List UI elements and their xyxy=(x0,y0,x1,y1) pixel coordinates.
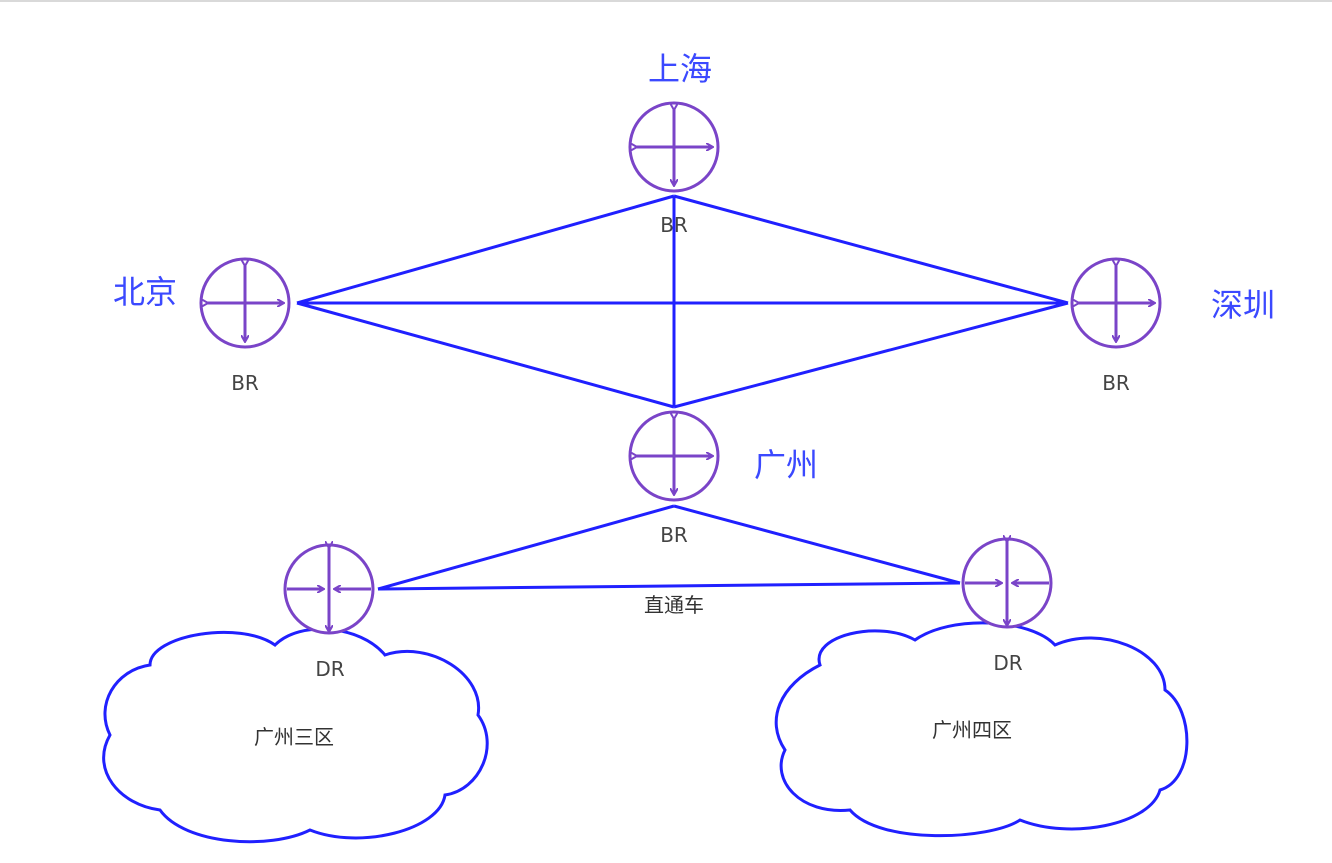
link-shanghai-shenzhen xyxy=(673,194,1069,305)
role-label-guangzhou: BR xyxy=(660,523,688,547)
router-shenzhen xyxy=(1070,257,1162,349)
link-district3-district4 xyxy=(377,581,961,591)
router-shanghai xyxy=(628,101,720,193)
cloud-label-district3: 广州三区 xyxy=(254,725,334,749)
role-label-shanghai: BR xyxy=(660,213,688,237)
link-label-direct: 直通车 xyxy=(644,593,704,617)
link-beijing-guangzhou xyxy=(296,301,675,409)
city-label-guangzhou: 广州 xyxy=(754,446,818,484)
role-label-district4: DR xyxy=(993,651,1022,675)
role-label-beijing: BR xyxy=(231,371,259,395)
role-label-district3: DR xyxy=(315,657,344,681)
link-beijing-shanghai xyxy=(296,194,675,305)
link-shenzhen-guangzhou xyxy=(673,301,1069,409)
cloud-label-district4: 广州四区 xyxy=(932,718,1012,742)
city-label-shenzhen: 深圳 xyxy=(1211,286,1275,324)
router-district4 xyxy=(961,539,1053,629)
cloud-district3 xyxy=(102,627,489,844)
cloud-district4 xyxy=(774,621,1189,838)
backbone-links xyxy=(296,194,1069,591)
role-label-shenzhen: BR xyxy=(1102,371,1130,395)
router-guangzhou xyxy=(628,410,720,502)
link-guangzhou-district3 xyxy=(377,504,675,591)
link-guangzhou-district4 xyxy=(673,504,961,585)
city-label-shanghai: 上海 xyxy=(648,50,712,88)
router-beijing xyxy=(199,257,291,349)
router-district3 xyxy=(283,545,375,635)
city-label-beijing: 北京 xyxy=(113,273,177,311)
top-edge-strip xyxy=(0,0,1332,2)
